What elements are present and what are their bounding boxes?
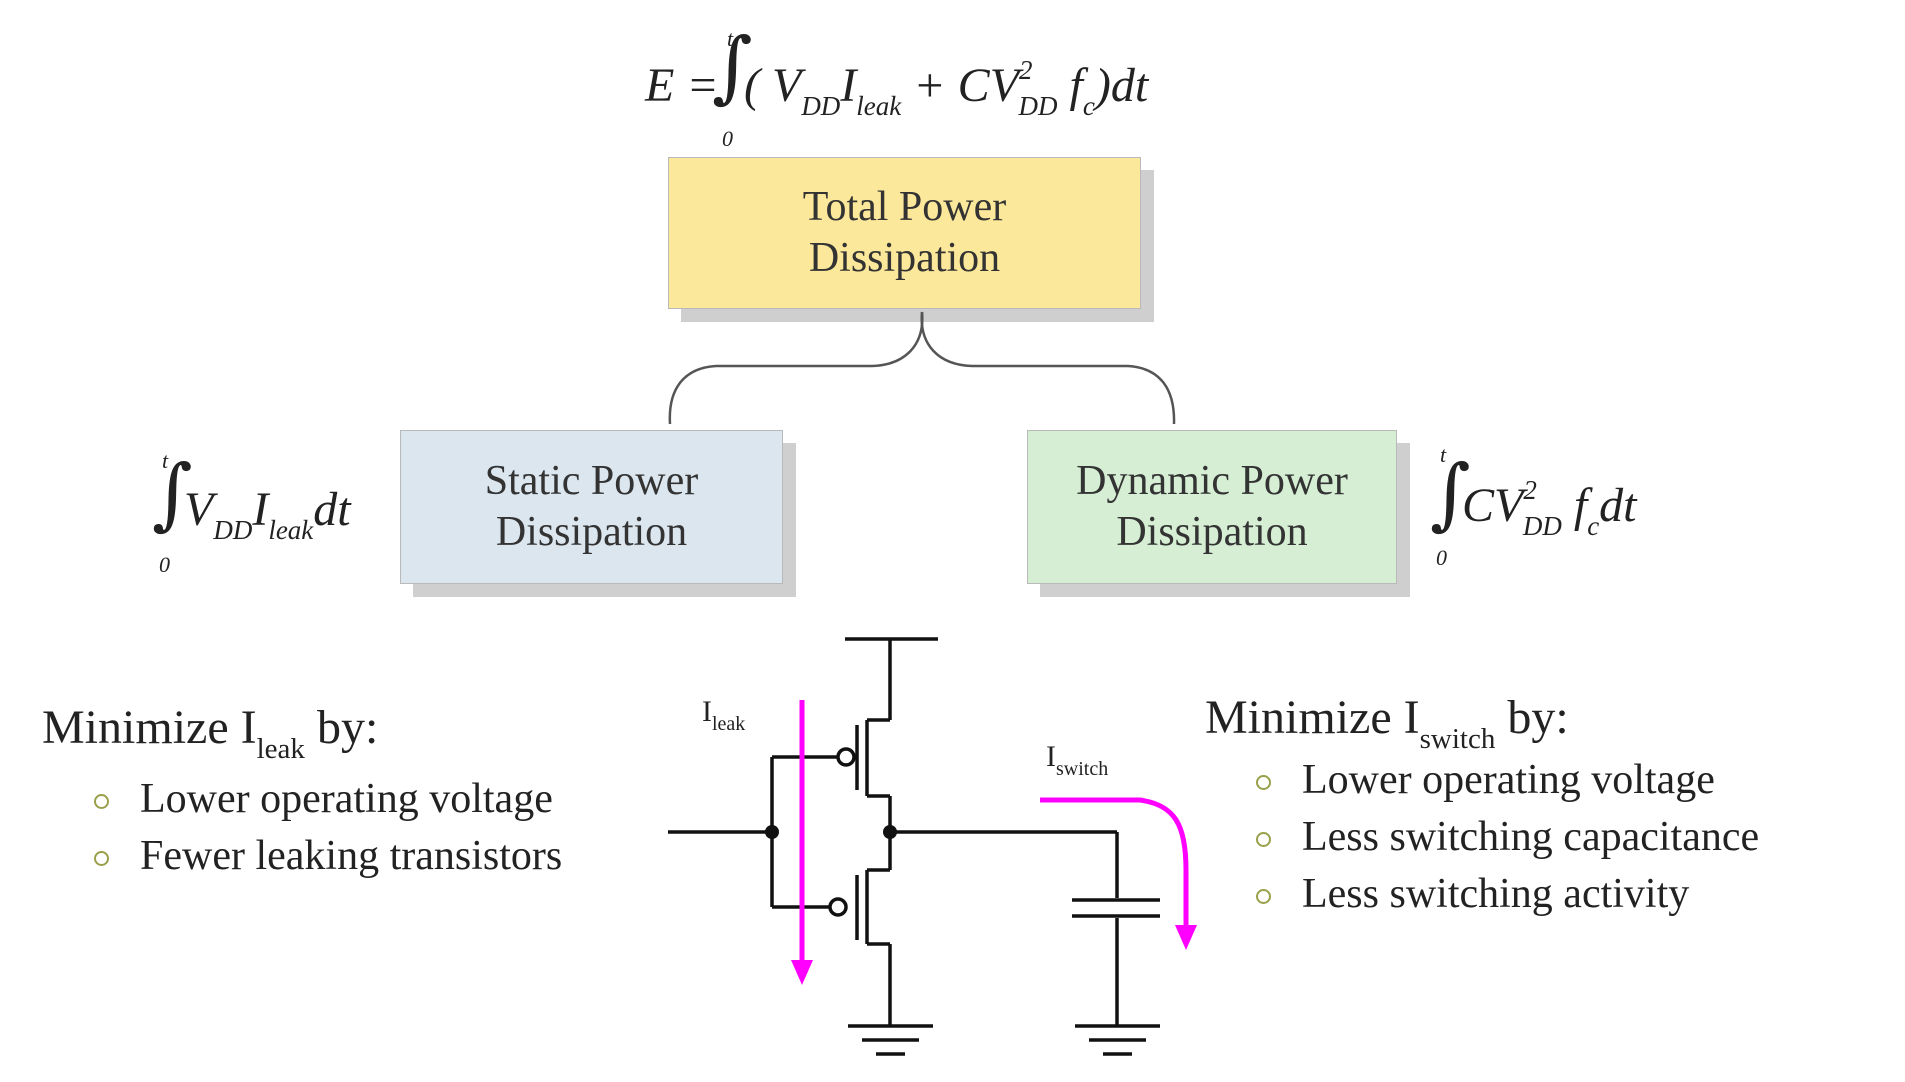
static-power-line2: Dissipation [495, 509, 688, 555]
dynamic-power-equation: CV2DD fcdt [1462, 475, 1637, 541]
dynamic-power-line2: Dissipation [1116, 509, 1308, 555]
dynamic-lower-limit: 0 [1436, 545, 1447, 570]
iswitch-label: Iswitch [1046, 740, 1109, 780]
list-item: Lower operating voltage [1252, 752, 1759, 809]
static-power-line1: Static Power [484, 458, 699, 504]
dynamic-integral-sign: ∫ [1430, 449, 1471, 539]
bullet-circle-icon [1256, 832, 1271, 847]
integral-lower-limit: 0 [722, 126, 733, 151]
minimize-iswitch-heading: Minimize Iswitch by: [1205, 691, 1569, 755]
integral-upper-limit: t [727, 26, 734, 51]
integral-sign: ∫ [712, 22, 753, 112]
dynamic-power-line1: Dynamic Power [1076, 458, 1348, 504]
bullet-circle-icon [94, 851, 109, 866]
bullet-circle-icon [1256, 889, 1271, 904]
total-energy-equation-body: ( VDDIleak + CV2DD fc)dt [744, 55, 1149, 121]
total-power-line1: Total Power [802, 184, 1007, 230]
ileak-label: Ileak [702, 695, 746, 735]
static-lower-limit: 0 [159, 552, 170, 577]
list-item: Less switching capacitance [1252, 809, 1759, 866]
list-item: Lower operating voltage [90, 771, 562, 828]
dynamic-upper-limit: t [1440, 442, 1447, 467]
list-item: Fewer leaking transistors [90, 828, 562, 885]
minimize-ileak-heading: Minimize Ileak by: [42, 701, 379, 765]
total-energy-equation: E = [645, 59, 719, 112]
static-upper-limit: t [162, 448, 169, 473]
static-integral-sign: ∫ [152, 449, 193, 539]
bullet-circle-icon [1256, 775, 1271, 790]
bullet-circle-icon [94, 794, 109, 809]
list-item: Less switching activity [1252, 866, 1759, 923]
iswitch-bullet-list: Lower operating voltage Less switching c… [1252, 752, 1759, 923]
static-power-equation: VDDIleakdt [184, 483, 351, 545]
ileak-bullet-list: Lower operating voltage Fewer leaking tr… [90, 771, 562, 885]
total-power-line2: Dissipation [808, 235, 1001, 281]
